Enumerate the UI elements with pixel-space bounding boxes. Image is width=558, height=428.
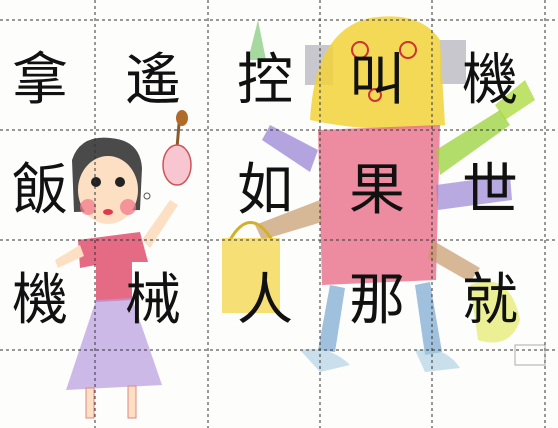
robot-leg-left bbox=[318, 285, 345, 352]
robot-arm-upper-left bbox=[262, 125, 318, 172]
bag-handle bbox=[228, 221, 274, 241]
grid-char: 人 bbox=[237, 268, 293, 333]
robot-head bbox=[310, 16, 445, 130]
robot-arm-lower-left bbox=[255, 200, 322, 240]
grid-char: 世 bbox=[462, 158, 518, 223]
green-sprout bbox=[248, 20, 266, 60]
fan-disc bbox=[162, 144, 192, 186]
robot-eye-left bbox=[351, 41, 369, 59]
robot-foot-right bbox=[415, 349, 460, 372]
grid-char: 拿 bbox=[12, 48, 68, 113]
girl-leg-left bbox=[85, 387, 95, 419]
grid-char: 遙 bbox=[125, 48, 181, 113]
grid-char: 就 bbox=[462, 268, 518, 333]
girl-mouth bbox=[103, 209, 113, 215]
robot-arm-lower-right bbox=[428, 240, 480, 282]
robot-nose bbox=[368, 88, 382, 102]
girl-eye-right bbox=[115, 177, 125, 187]
grid-char: 機 bbox=[12, 268, 68, 333]
grid-char: 控 bbox=[237, 48, 293, 113]
robot-leg-right bbox=[415, 282, 442, 355]
robot-eye-right bbox=[399, 41, 417, 59]
robot-body bbox=[318, 125, 440, 285]
girl-leg-right bbox=[127, 385, 137, 419]
robot-arm-middle-right bbox=[436, 175, 512, 210]
robot-ear-right bbox=[440, 40, 466, 84]
robot-arm-upper-right bbox=[436, 110, 510, 175]
girl-arm-right bbox=[142, 200, 178, 248]
girl-figure bbox=[55, 110, 192, 419]
grid-char: 機 bbox=[462, 48, 518, 113]
robot-figure bbox=[248, 16, 546, 372]
bag-body bbox=[222, 238, 280, 313]
girl-skirt bbox=[66, 298, 162, 390]
grid-char: 那 bbox=[349, 268, 405, 333]
girl-cheek-right bbox=[120, 199, 136, 215]
girl-cheek-left bbox=[80, 199, 96, 215]
yellow-object bbox=[470, 281, 520, 343]
grid-char bbox=[98, 136, 208, 246]
grid-char: 叫 bbox=[349, 48, 405, 113]
small-circle bbox=[143, 192, 151, 200]
robot-foot-left bbox=[300, 349, 350, 372]
grid-char: 械 bbox=[125, 268, 181, 333]
girl-eye-left bbox=[91, 177, 101, 187]
fan-top bbox=[176, 110, 188, 126]
grid-char: 飯 bbox=[12, 158, 68, 223]
grid-char: 如 bbox=[237, 158, 293, 223]
girl-arm-left bbox=[55, 245, 84, 268]
green-brush bbox=[495, 80, 535, 120]
bag-figure bbox=[222, 221, 280, 313]
grid-char: 果 bbox=[349, 158, 405, 223]
girl-shirt bbox=[78, 232, 148, 302]
